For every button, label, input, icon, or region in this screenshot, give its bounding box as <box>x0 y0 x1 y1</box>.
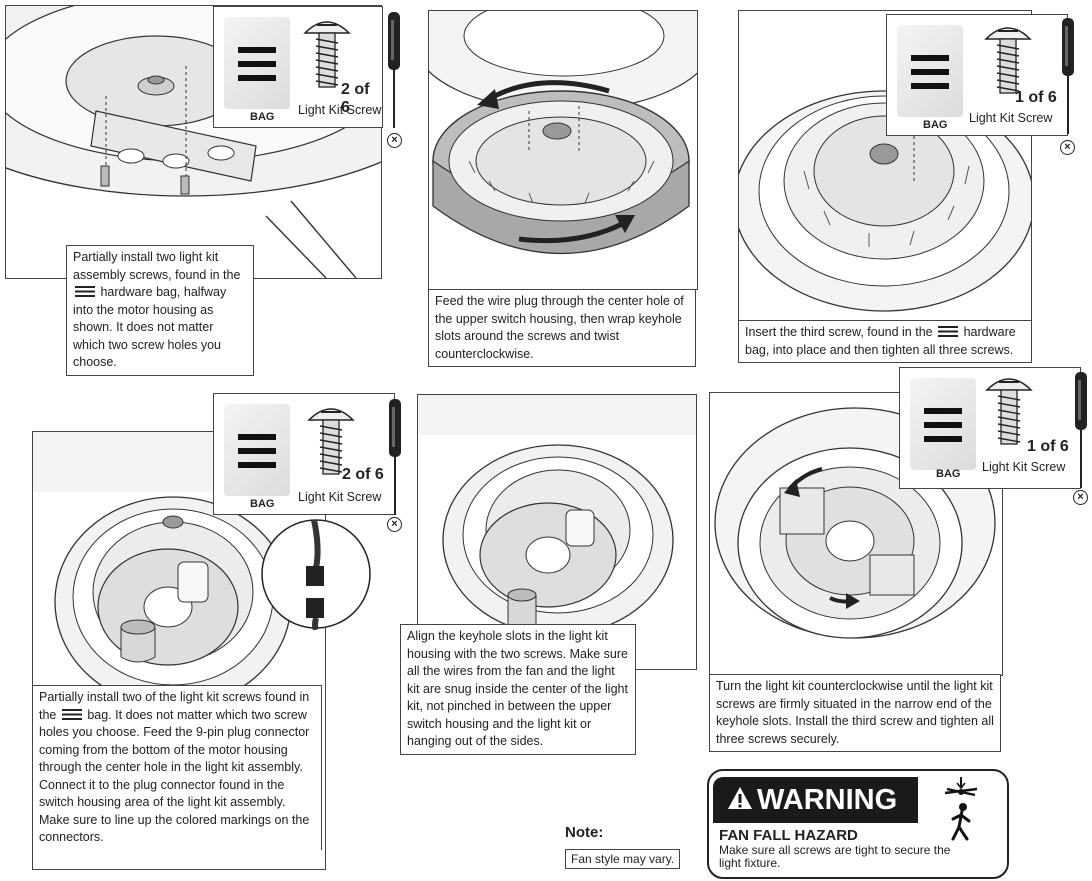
step-3-illustration <box>739 90 1031 312</box>
screw-count: 2 of 6 <box>341 81 370 116</box>
step-3-hardware-badge: BAG 1 of 6 Light Kit Screw <box>886 14 1068 136</box>
step-2-caption-text: Feed the wire plug through the center ho… <box>435 294 684 361</box>
step-4-caption-text-2: bag. It does not matter which two screw … <box>39 707 310 845</box>
step-1-hardware-badge: BAG 2 of 6 Light Kit Screw <box>213 6 383 128</box>
step-4-caption: Partially install two of the light kit s… <box>33 685 322 850</box>
step-5-illustration <box>418 395 696 636</box>
step-6-caption-text: Turn the light kit counterclockwise unti… <box>716 679 994 746</box>
screw-count: 2 of 6 <box>342 466 384 483</box>
step-3-panel <box>738 10 1032 322</box>
step-1-caption-text-2: hardware bag, halfway into the motor hou… <box>73 285 227 369</box>
no-power-drill-icon: × <box>387 133 402 148</box>
hardware-bag-icon <box>910 378 976 470</box>
warning-box: WARNING FAN FALL HAZARD Make sure all sc… <box>707 769 1009 879</box>
screw-label: Light Kit Screw <box>298 103 382 117</box>
no-power-drill-icon: × <box>1060 140 1075 155</box>
screwdriver-icon <box>388 12 400 128</box>
hardware-bag-icon <box>224 404 290 496</box>
screw-label: Light Kit Screw <box>969 111 1053 125</box>
bag-label: BAG <box>923 119 948 131</box>
hardware-bag-icon <box>938 326 959 337</box>
note-label: Note: <box>565 824 604 841</box>
step-1-caption-text: Partially install two light kit assembly… <box>73 250 241 282</box>
screw-icon <box>307 408 355 475</box>
bag-label: BAG <box>250 111 275 123</box>
no-power-drill-icon: × <box>1073 490 1088 505</box>
screw-icon <box>984 27 1032 94</box>
warning-title: FAN FALL HAZARD <box>719 827 858 844</box>
warning-triangle-icon <box>728 787 752 809</box>
step-1-caption: Partially install two light kit assembly… <box>66 245 254 376</box>
note-text: Fan style may vary. <box>565 849 681 869</box>
warning-body: Make sure all screws are tight to secure… <box>719 843 951 870</box>
step-5-panel <box>417 394 697 670</box>
warning-header: WARNING <box>713 777 918 823</box>
warning-heading: WARNING <box>757 784 898 816</box>
connector-detail-icon <box>261 519 371 630</box>
step-2-panel <box>428 10 698 290</box>
screw-label: Light Kit Screw <box>298 490 382 504</box>
step-4-illustration <box>33 432 325 708</box>
falling-fan-icon <box>944 777 978 841</box>
step-3-caption: Insert the third screw, found in the har… <box>738 320 1032 363</box>
step-6-panel <box>709 392 1003 676</box>
no-power-drill-icon: × <box>387 517 402 532</box>
step-6-caption: Turn the light kit counterclockwise unti… <box>709 674 1001 752</box>
step-2-caption: Feed the wire plug through the center ho… <box>428 289 696 367</box>
hardware-bag-icon <box>897 25 963 117</box>
step-3-caption-text-2: hardware bag, into place and then tighte… <box>745 325 1016 357</box>
screwdriver-icon <box>389 399 401 515</box>
hardware-bag-icon <box>61 708 82 720</box>
screw-icon <box>303 21 351 88</box>
step-4-hardware-badge: BAG 2 of 6 Light Kit Screw <box>213 393 395 515</box>
screwdriver-icon <box>1062 18 1074 134</box>
hardware-bag-icon <box>75 286 95 297</box>
bag-label: BAG <box>250 498 275 510</box>
step-5-caption-text: Align the keyhole slots in the light kit… <box>407 629 628 748</box>
screw-icon <box>985 378 1033 445</box>
bag-label: BAG <box>936 468 961 480</box>
step-5-caption: Align the keyhole slots in the light kit… <box>400 624 636 755</box>
screw-label: Light Kit Screw <box>982 460 1066 474</box>
step-4-caption-text: Partially install two of the light kit s… <box>39 690 310 722</box>
hardware-bag-icon <box>224 17 290 109</box>
screw-count: 1 of 6 <box>1027 438 1069 455</box>
step-6-hardware-badge: BAG 1 of 6 Light Kit Screw <box>899 367 1081 489</box>
screw-count: 1 of 6 <box>1015 89 1057 106</box>
step-3-caption-text: Insert the third screw, found in the <box>745 325 933 339</box>
screwdriver-icon <box>1075 372 1087 488</box>
step-2-illustration <box>429 11 697 255</box>
